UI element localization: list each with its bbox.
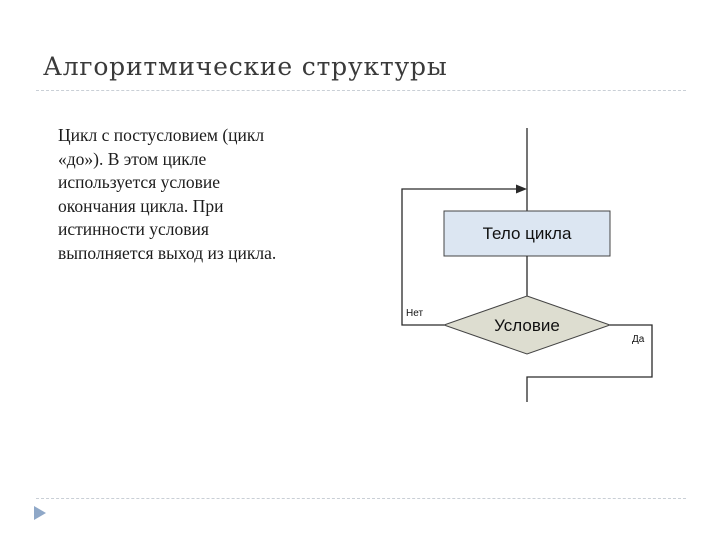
yes-label: Да bbox=[632, 334, 645, 345]
loop-arrowhead bbox=[516, 184, 527, 194]
process-label: Тело цикла bbox=[483, 224, 572, 243]
decision-label: Условие bbox=[494, 316, 560, 335]
triangle-right-icon bbox=[34, 506, 46, 520]
slide-title: Алгоритмические структуры bbox=[43, 52, 448, 81]
exit-line bbox=[526, 324, 653, 402]
title-divider bbox=[36, 90, 686, 91]
no-label: Нет bbox=[406, 308, 423, 319]
footer-divider bbox=[36, 498, 686, 499]
process-box bbox=[443, 210, 611, 257]
slide-body-text: Цикл с постусловием (цикл «до»). В этом … bbox=[58, 125, 277, 263]
decision-diamond bbox=[442, 295, 612, 355]
loop-back-line bbox=[401, 188, 516, 326]
